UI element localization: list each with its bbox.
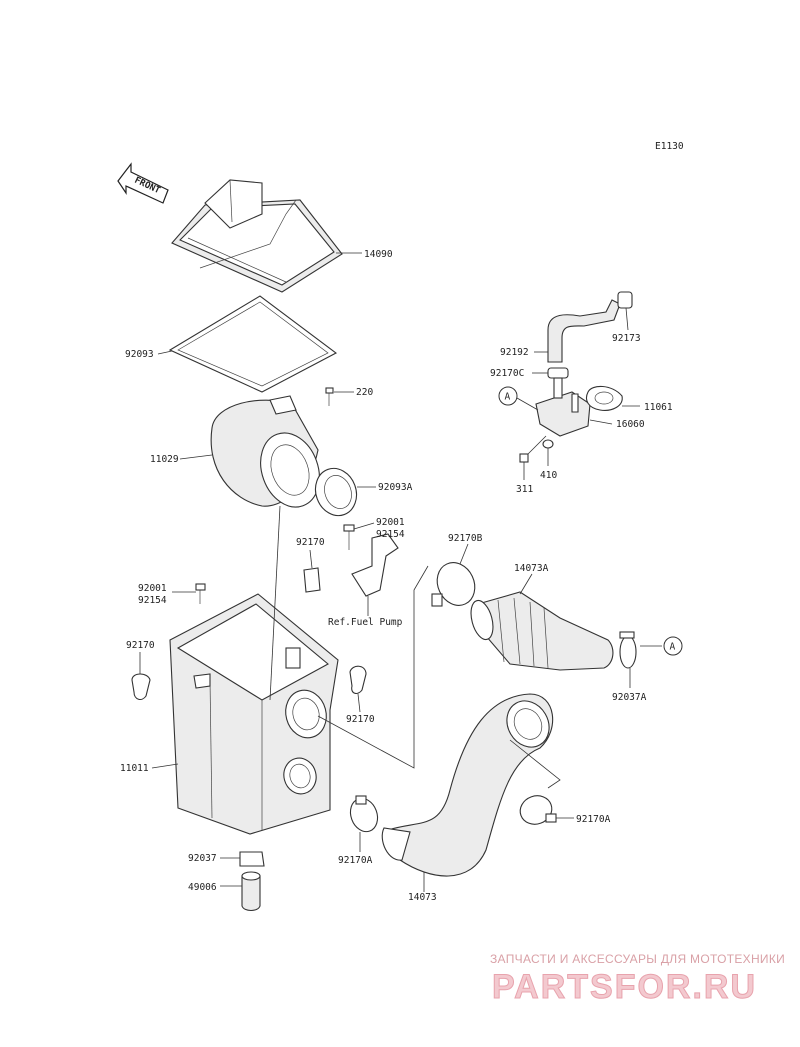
- watermark-brand: PARTSFOR.RU: [492, 968, 757, 1006]
- label-92170c: 92170C: [490, 368, 524, 379]
- gasket-92093: [168, 295, 338, 393]
- clip-92170-right: [349, 665, 367, 695]
- label-92170a-left: 92170A: [338, 855, 373, 866]
- label-92170-upper: 92170: [296, 537, 325, 548]
- label-92170b: 92170B: [448, 533, 483, 544]
- air-cleaner-cover: [171, 179, 343, 293]
- ref-fuel-pump-note: Ref.Fuel Pump: [328, 617, 403, 628]
- svg-text:A: A: [505, 392, 511, 403]
- label-92173: 92173: [612, 333, 641, 344]
- label-92170-left: 92170: [126, 640, 155, 651]
- sensor-body-16060: [535, 377, 591, 437]
- case-outlet-upper: [285, 689, 327, 739]
- drain-tube-49006: [241, 871, 261, 912]
- label-92170a-right: 92170A: [576, 814, 611, 825]
- callout-a-top: A: [498, 386, 518, 406]
- label-92037: 92037: [188, 853, 217, 864]
- label-11029: 11029: [150, 454, 179, 465]
- label-92154-upper: 92154: [376, 529, 405, 540]
- label-220: 220: [356, 387, 373, 398]
- clip-92173: [617, 291, 633, 309]
- label-11011: 11011: [120, 763, 149, 774]
- seal-ring-92093a: [314, 467, 358, 517]
- hose-clamp-92170a-left: [349, 795, 379, 833]
- svg-text:A: A: [670, 642, 676, 653]
- bolt-220: [325, 387, 334, 406]
- label-11061: 11061: [644, 402, 673, 413]
- clamp-92037: [239, 851, 265, 867]
- label-49006: 49006: [188, 882, 217, 893]
- label-92192: 92192: [500, 347, 529, 358]
- gasket-11061: [585, 385, 623, 411]
- fuel-pump-bracket: [343, 524, 399, 597]
- screw-311: [519, 453, 529, 463]
- label-92001-left: 92001: [138, 583, 167, 594]
- clamp-92037a: [619, 631, 637, 669]
- hose-clamp-92170a-right: [519, 795, 557, 825]
- callout-a-right: A: [663, 636, 683, 656]
- clip-92170-left: [131, 673, 151, 701]
- hose-clamp-92170b: [431, 562, 476, 607]
- label-14073: 14073: [408, 892, 437, 903]
- label-14090: 14090: [364, 249, 393, 260]
- bellows-duct-14073a: [470, 591, 614, 671]
- intake-duct-14073: [381, 693, 554, 877]
- diagram-code: E1130: [655, 141, 684, 152]
- label-92037a: 92037A: [612, 692, 647, 703]
- bolt-92001-left: [195, 583, 206, 604]
- air-filter-element: [210, 395, 320, 508]
- case-outlet-lower: [283, 757, 317, 795]
- label-311: 311: [516, 484, 533, 495]
- breather-hose-92192: [547, 299, 621, 363]
- label-92001-upper: 92001: [376, 517, 405, 528]
- label-14073a: 14073A: [514, 563, 549, 574]
- washer-410: [542, 439, 554, 449]
- label-92154-left: 92154: [138, 595, 167, 606]
- label-16060: 16060: [616, 419, 645, 430]
- label-410: 410: [540, 470, 557, 481]
- watermark-tagline: ЗАПЧАСТИ И АКСЕССУАРЫ ДЛЯ МОТОТЕХНИКИ: [490, 952, 785, 966]
- label-92170-right: 92170: [346, 714, 375, 725]
- clip-92170-upper: [303, 567, 321, 593]
- clamp-92170c: [547, 367, 569, 379]
- label-92093a: 92093A: [378, 482, 413, 493]
- label-92093: 92093: [125, 349, 154, 360]
- front-arrow-icon: FRONT: [117, 162, 169, 204]
